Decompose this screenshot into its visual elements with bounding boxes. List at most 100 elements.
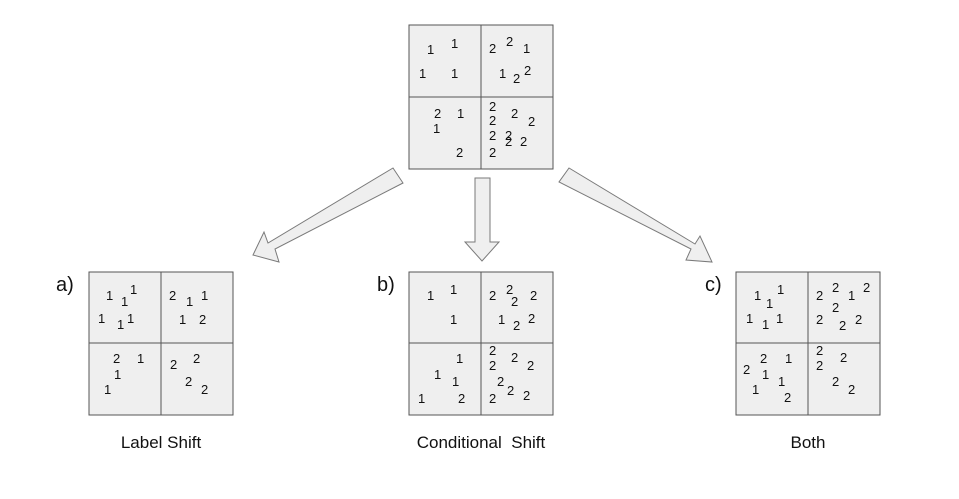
panel-c-bl-point: 1 <box>752 382 759 397</box>
panel-c-tr-point: 2 <box>839 318 846 333</box>
panel-c-br-point: 2 <box>816 343 823 358</box>
panel-b-tr-point: 2 <box>511 294 518 309</box>
source-br-point: 2 <box>528 114 535 129</box>
panel-b-tr-point: 2 <box>506 282 513 297</box>
panel-b-br-point: 2 <box>489 391 496 406</box>
panel-b-quadrant-top-right: 2 2 2 2 1 2 2 <box>489 282 537 333</box>
panel-letter-a: a) <box>56 274 74 296</box>
panel-letter-c: c) <box>705 274 722 296</box>
panel-c-tl-point: 1 <box>746 311 753 326</box>
source-quadrant-top-left: 1 1 1 1 <box>419 36 458 81</box>
panel-b-tr-point: 2 <box>528 311 535 326</box>
arrow-to-label-shift <box>252 167 404 263</box>
panel-c-tr-point: 2 <box>832 280 839 295</box>
panel-a-br-point: 2 <box>170 357 177 372</box>
panel-c-bl-point: 1 <box>785 351 792 366</box>
panel-c-br-point: 2 <box>848 382 855 397</box>
panel-b-bl-point: 1 <box>434 367 441 382</box>
panel-a-tr-point: 2 <box>169 288 176 303</box>
source-tr-point: 1 <box>523 41 530 56</box>
panel-a-bl-point: 2 <box>113 351 120 366</box>
panel-b-bl-point: 1 <box>456 351 463 366</box>
panel-c-tl-point: 1 <box>762 317 769 332</box>
source-bl-point: 1 <box>433 121 440 136</box>
panel-b-bl-point: 1 <box>452 374 459 389</box>
source-br-point: 2 <box>511 106 518 121</box>
panel-a-tr-point: 1 <box>186 294 193 309</box>
panel-b-tr-point: 2 <box>530 288 537 303</box>
panel-b-bl-point: 2 <box>458 391 465 406</box>
panel-b-bl-point: 1 <box>418 391 425 406</box>
source-tl-point: 1 <box>419 66 426 81</box>
panel-c-br-point: 2 <box>832 374 839 389</box>
arrow-to-both <box>558 167 713 263</box>
panel-c-tl-point: 1 <box>777 282 784 297</box>
panel-b-br-point: 2 <box>497 374 504 389</box>
panel-c-bl-point: 2 <box>760 351 767 366</box>
panel-b-tl-point: 1 <box>450 282 457 297</box>
panel-c-caption: Both <box>791 433 826 452</box>
panel-c-tl-point: 1 <box>766 296 773 311</box>
panel-a-br-point: 2 <box>185 374 192 389</box>
panel-b-quadrant-top-left: 1 1 1 <box>427 282 457 327</box>
panel-b-tl-point: 1 <box>427 288 434 303</box>
panel-a-tr-point: 1 <box>201 288 208 303</box>
source-tl-point: 1 <box>451 36 458 51</box>
panel-b-quadrant-bottom-left: 1 1 1 1 2 <box>418 351 465 406</box>
panel-c-br-point: 2 <box>816 358 823 373</box>
panel-a-bl-point: 1 <box>137 351 144 366</box>
panel-a-tl-point: 1 <box>130 282 137 297</box>
source-br-point: 2 <box>505 134 512 149</box>
panel-a-quadrant-top-left: 1 1 1 1 1 1 <box>98 282 137 332</box>
panel-c-tr-point: 2 <box>816 312 823 327</box>
source-tr-point: 2 <box>506 34 513 49</box>
panel-c-br-point: 2 <box>840 350 847 365</box>
source-br-point: 2 <box>489 128 496 143</box>
source-tr-point: 1 <box>499 66 506 81</box>
panel-c-tr-point: 2 <box>863 280 870 295</box>
panel-b-br-point: 2 <box>489 343 496 358</box>
panel-b-tr-point: 2 <box>513 318 520 333</box>
source-bl-point: 1 <box>457 106 464 121</box>
panel-c-bl-point: 2 <box>784 390 791 405</box>
source-tr-point: 2 <box>489 41 496 56</box>
panel-a-tr-point: 2 <box>199 312 206 327</box>
source-bl-point: 2 <box>434 106 441 121</box>
panel-a-bl-point: 1 <box>114 367 121 382</box>
source-quadrant-bottom-left: 2 1 1 2 <box>433 106 464 160</box>
panel-a-tl-point: 1 <box>121 294 128 309</box>
panel-b-br-point: 2 <box>507 383 514 398</box>
source-br-point: 2 <box>520 134 527 149</box>
panel-letter-b: b) <box>377 274 395 296</box>
source-bl-point: 2 <box>456 145 463 160</box>
source-quadrant-top-right: 2 2 1 1 2 2 <box>489 34 531 86</box>
panel-b-tr-point: 1 <box>498 312 505 327</box>
source-br-point: 2 <box>505 128 512 143</box>
panel-b-tl-point: 1 <box>450 312 457 327</box>
panel-a-tl-point: 1 <box>106 288 113 303</box>
panel-c-quadrant-bottom-right: 2 2 2 2 2 <box>816 343 855 397</box>
panel-c-quadrant-top-right: 2 2 1 2 2 2 2 2 <box>816 280 870 333</box>
source-tl-point: 1 <box>427 42 434 57</box>
panel-c-quadrant-bottom-left: 2 1 2 1 1 1 2 <box>743 351 792 405</box>
source-tl-point: 1 <box>451 66 458 81</box>
panel-a-br-point: 2 <box>193 351 200 366</box>
panel-b-br-point: 2 <box>511 350 518 365</box>
panel-a-br-point: 2 <box>201 382 208 397</box>
panel-c-quadrant-top-left: 1 1 1 1 1 1 <box>746 282 784 332</box>
panel-a-tr-point: 1 <box>179 312 186 327</box>
source-tr-point: 2 <box>524 63 531 78</box>
panel-c-tr-point: 2 <box>855 312 862 327</box>
panel-c-tr-point: 2 <box>832 300 839 315</box>
panel-a-caption: Label Shift <box>121 433 202 452</box>
panel-b-br-point: 2 <box>489 358 496 373</box>
source-tr-point: 2 <box>513 71 520 86</box>
panel-b-br-point: 2 <box>523 388 530 403</box>
panel-b-quadrant-bottom-right: 2 2 2 2 2 2 2 2 <box>489 343 534 406</box>
source-grid: 1 1 1 1 2 2 1 1 2 2 2 1 1 2 2 2 2 2 2 2 … <box>408 24 554 170</box>
panel-c-tl-point: 1 <box>754 288 761 303</box>
panel-c-bl-point: 1 <box>778 374 785 389</box>
panel-a-quadrant-top-right: 2 1 1 1 2 <box>169 288 208 327</box>
panel-a-quadrant-bottom-left: 2 1 1 1 <box>104 351 144 397</box>
